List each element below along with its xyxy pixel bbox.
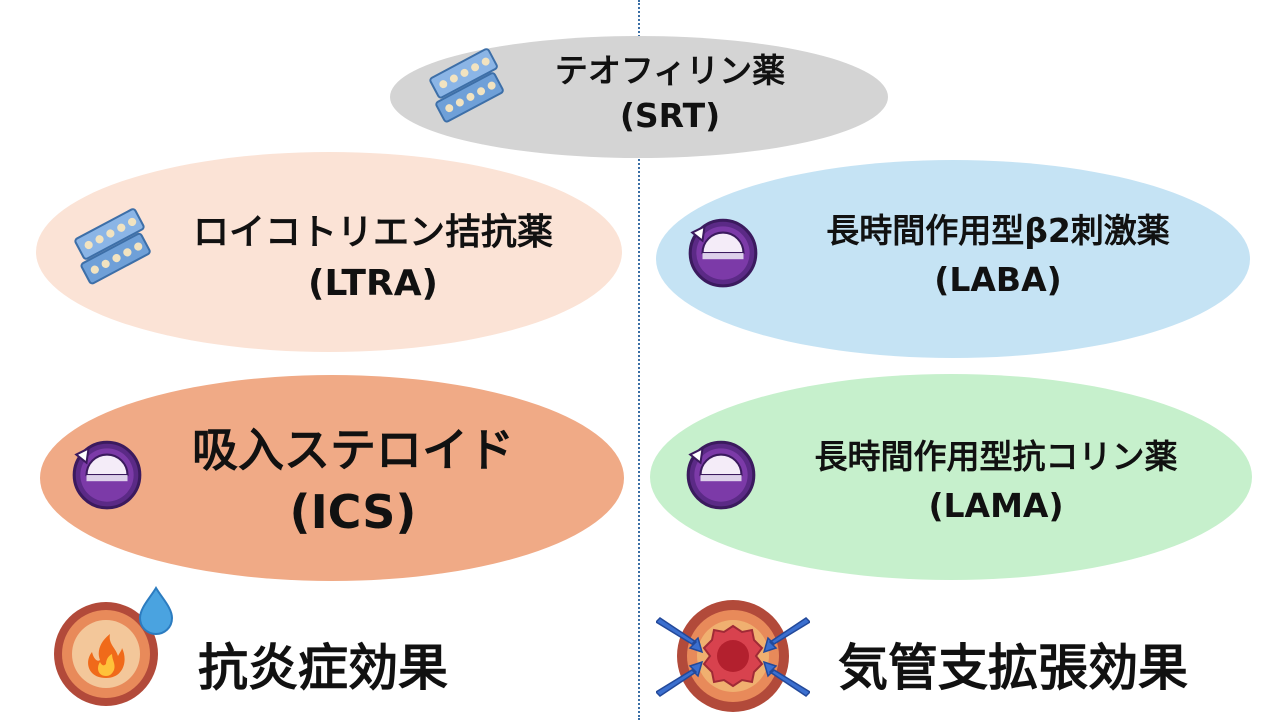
pill-pack-icon <box>74 208 151 285</box>
ics-name: 吸入ステロイド <box>192 423 514 477</box>
bronchodilation-label: 気管支拡張効果 <box>838 639 1188 697</box>
inhaler-icon <box>686 440 756 510</box>
ltra-label: ロイコトリエン拮抗薬 (LTRA) <box>158 210 588 306</box>
inflamed-airway-icon <box>54 586 174 706</box>
pill-pack-icon <box>429 48 504 123</box>
lama-label: 長時間作用型抗コリン薬 (LAMA) <box>766 436 1226 527</box>
ics-label: 吸入ステロイド (ICS) <box>158 422 548 541</box>
srt-label: テオフィリン薬 (SRT) <box>520 50 820 137</box>
center-divider <box>638 0 640 720</box>
ics-abbr: (ICS) <box>289 484 417 539</box>
ltra-name: ロイコトリエン拮抗薬 <box>192 212 553 253</box>
srt-abbr: (SRT) <box>619 96 721 136</box>
inhaler-icon <box>688 218 758 288</box>
laba-abbr: (LABA) <box>934 260 1062 300</box>
laba-label: 長時間作用型β2刺激薬 (LABA) <box>768 210 1228 301</box>
inhaler-icon <box>72 440 142 510</box>
srt-name: テオフィリン薬 <box>554 51 786 90</box>
ltra-abbr: (LTRA) <box>307 263 439 304</box>
lama-abbr: (LAMA) <box>928 486 1064 526</box>
lama-name: 長時間作用型抗コリン薬 <box>814 437 1178 476</box>
dilated-airway-icon <box>656 600 810 712</box>
laba-name: 長時間作用型β2刺激薬 <box>826 211 1170 250</box>
anti-inflammatory-label: 抗炎症効果 <box>198 639 448 697</box>
